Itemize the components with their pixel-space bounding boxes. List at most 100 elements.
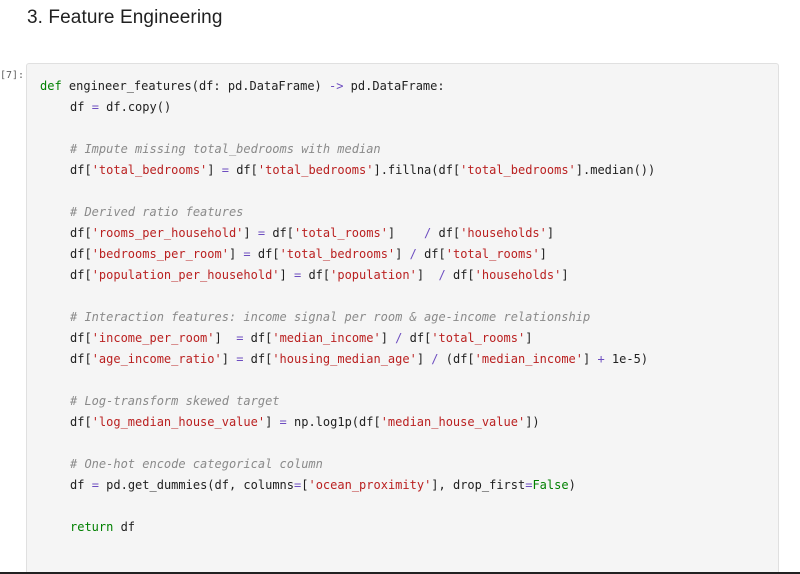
code-comment: # Log-transform skewed target [70, 394, 280, 408]
code-string: 'income_per_room' [91, 331, 215, 345]
code-line: # Log-transform skewed target [40, 391, 655, 412]
code-editor[interactable]: def engineer_features(df: pd.DataFrame) … [40, 76, 655, 538]
code-token: df[ [70, 331, 92, 345]
code-string: 'total_bedrooms' [460, 163, 576, 177]
code-comment: # Derived ratio features [70, 205, 244, 219]
code-string: 'median_income' [272, 331, 381, 345]
code-token: ) [568, 478, 576, 492]
code-token: df.copy() [98, 100, 172, 114]
code-line: # Derived ratio features [40, 202, 655, 223]
code-token: ] [207, 163, 222, 177]
code-token: ]) [525, 415, 540, 429]
code-token: ] [214, 331, 237, 345]
code-token: df[ [243, 352, 273, 366]
code-comment: # Interaction features: income signal pe… [70, 310, 591, 324]
code-line [40, 181, 655, 202]
code-token: ] [583, 352, 598, 366]
code-token: df[ [70, 247, 92, 261]
code-token: ] [539, 247, 547, 261]
code-cell[interactable]: def engineer_features(df: pd.DataFrame) … [26, 63, 779, 574]
code-token: ] [525, 331, 533, 345]
code-string: 'population_per_household' [91, 268, 280, 282]
code-token: [ [301, 478, 309, 492]
code-line: df['bedrooms_per_room'] = df['total_bedr… [40, 244, 655, 265]
code-string: 'population' [330, 268, 417, 282]
code-token: df[ [250, 247, 280, 261]
code-token: ] [561, 268, 569, 282]
code-line: # Interaction features: income signal pe… [40, 307, 655, 328]
code-token: ] [243, 226, 258, 240]
code-operator: = [91, 100, 99, 114]
code-operator: = [525, 478, 533, 492]
code-comment: # Impute missing total_bedrooms with med… [70, 142, 381, 156]
code-string: 'households' [474, 268, 562, 282]
code-token: ] [221, 352, 237, 366]
code-token: ] [265, 415, 280, 429]
code-token: df[ [431, 226, 461, 240]
code-line [40, 370, 655, 391]
code-token: (df[ [438, 352, 475, 366]
code-token: df[ [301, 268, 331, 282]
code-operator: / [395, 331, 403, 345]
code-string: 'housing_median_age' [272, 352, 417, 366]
section-heading: 3. Feature Engineering [27, 7, 223, 28]
code-token: df [113, 520, 136, 534]
code-token: ].median()) [575, 163, 656, 177]
code-operator: = [236, 352, 244, 366]
code-token: df[ [70, 352, 92, 366]
code-operator: / [431, 352, 439, 366]
code-line: # One-hot encode categorical column [40, 454, 655, 475]
code-token: df[ [70, 226, 92, 240]
code-token: df[ [416, 247, 446, 261]
code-line: df['log_median_house_value'] = np.log1p(… [40, 412, 655, 433]
code-line: df['age_income_ratio'] = df['housing_med… [40, 349, 655, 370]
code-token: ] [546, 226, 555, 240]
code-line [40, 433, 655, 454]
code-string: 'ocean_proximity' [308, 478, 432, 492]
code-line: df = df.copy() [40, 97, 655, 118]
code-line: df = pd.get_dummies(df, columns=['ocean_… [40, 475, 655, 496]
code-operator: -> [329, 79, 344, 93]
code-token: ], drop_first [431, 478, 526, 492]
code-token: np.log1p(df[ [286, 415, 381, 429]
code-token: ] [395, 247, 410, 261]
code-token: pd.get_dummies(df, columns [98, 478, 294, 492]
code-token: ] [416, 268, 439, 282]
code-operator: + [597, 352, 605, 366]
code-line: df['total_bedrooms'] = df['total_bedroom… [40, 160, 655, 181]
code-string: 'bedrooms_per_room' [91, 247, 229, 261]
code-line: df['rooms_per_household'] = df['total_ro… [40, 223, 655, 244]
code-operator: = [257, 226, 266, 240]
code-line: # Impute missing total_bedrooms with med… [40, 139, 655, 160]
code-operator: / [438, 268, 446, 282]
code-operator: = [236, 331, 244, 345]
code-string: 'median_income' [474, 352, 584, 366]
code-token: df[ [70, 163, 92, 177]
code-token: df[ [265, 226, 294, 240]
code-keyword: False [532, 478, 569, 492]
code-token: ] [279, 268, 294, 282]
code-operator: = [294, 478, 302, 492]
code-operator: = [279, 415, 287, 429]
code-keyword: def [40, 79, 62, 93]
code-line: df['population_per_household'] = df['pop… [40, 265, 655, 286]
code-operator: = [91, 478, 99, 492]
code-token: engineer_features(df: pd.DataFrame) [61, 79, 329, 93]
code-token: df[ [402, 331, 432, 345]
code-token: df[ [445, 268, 475, 282]
code-token: 1e-5) [604, 352, 649, 366]
cell-execution-count: [7]: [0, 70, 25, 81]
code-line [40, 118, 655, 139]
code-token: ] [416, 352, 432, 366]
code-token: ].fillna(df[ [373, 163, 461, 177]
code-string: 'total_bedrooms' [279, 247, 396, 261]
code-line: return df [40, 517, 655, 538]
code-line: df['income_per_room'] = df['median_incom… [40, 328, 655, 349]
code-token: ] [380, 331, 396, 345]
code-line [40, 286, 655, 307]
code-token: ] [387, 226, 425, 240]
bottom-divider [0, 572, 800, 574]
code-line: def engineer_features(df: pd.DataFrame) … [40, 76, 655, 97]
code-string: 'total_rooms' [294, 226, 388, 240]
code-line [40, 496, 655, 517]
